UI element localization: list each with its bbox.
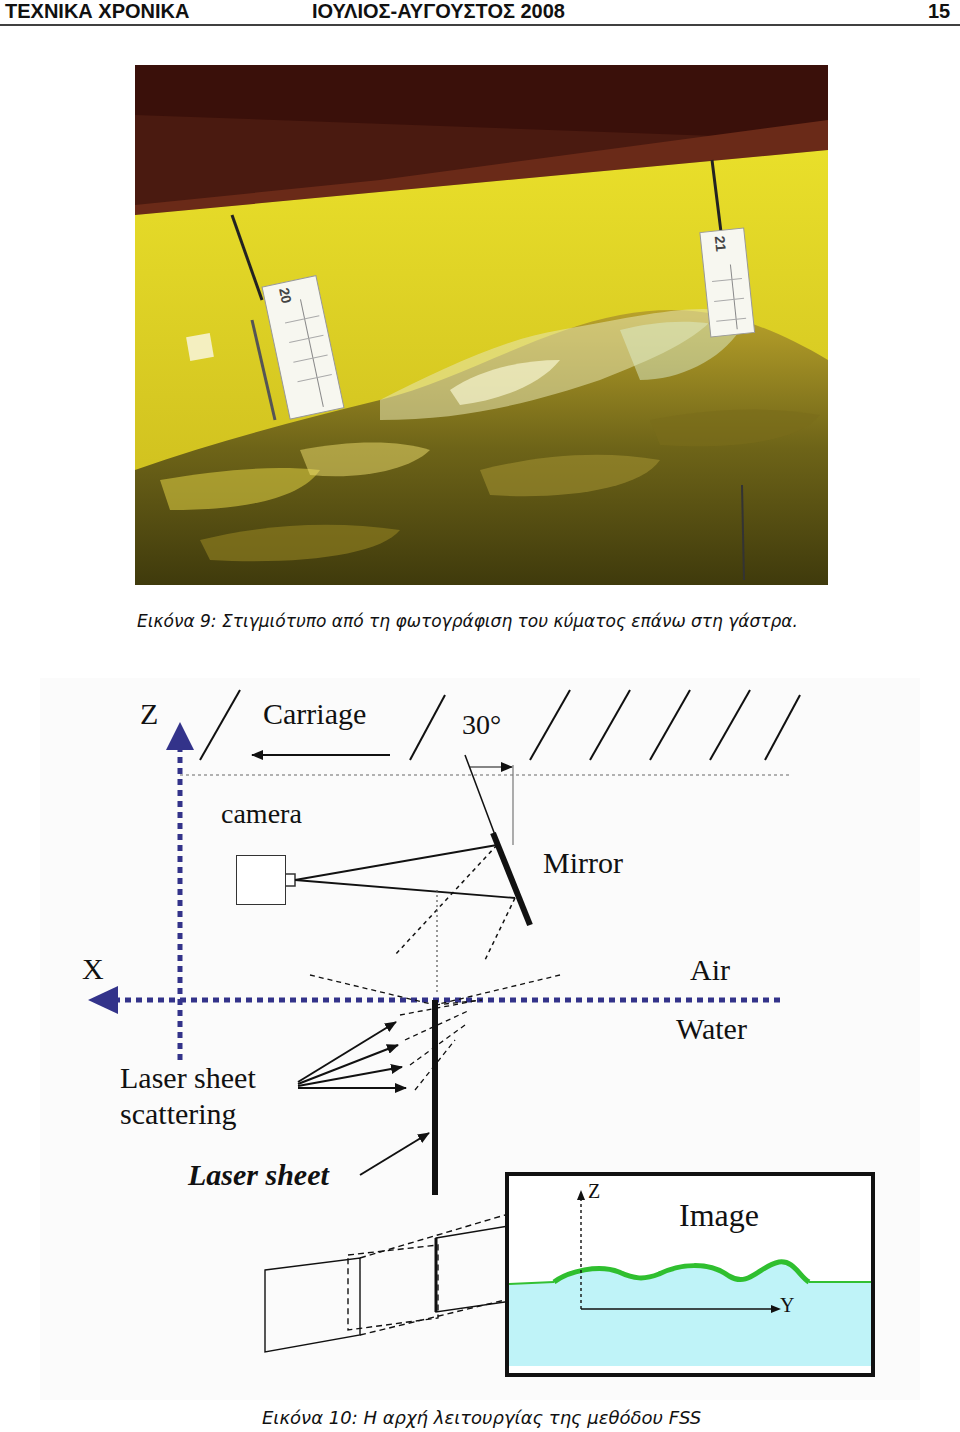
hull-wave-photo (135, 65, 828, 585)
header-rule (0, 24, 960, 26)
gauge-number: 20 (276, 286, 294, 304)
medium-label: Air (690, 953, 730, 986)
axis-label: Z (588, 1180, 600, 1202)
mirror-label: Mirror (543, 846, 623, 879)
angle-label: 30° (462, 710, 501, 741)
gauge-number: 21 (711, 235, 728, 252)
callout-label: Laser sheet (188, 1158, 329, 1191)
carriage-label: Carriage (263, 697, 366, 730)
camera-label: camera (221, 799, 302, 830)
figure-caption: Εικόνα 10: Η αρχή λειτουργίας της μεθόδο… (262, 1408, 701, 1428)
camera-box: camera (236, 855, 286, 905)
callout-label: Laser sheet scattering (120, 1060, 292, 1132)
page-number: 15 (928, 0, 950, 22)
image-title: Image (679, 1198, 759, 1233)
issue-date: ΙΟΥΛΙΟΣ-ΑΥΓΟΥΣΤΟΣ 2008 (312, 0, 565, 22)
axis-label: X (82, 952, 104, 985)
axis-label: Z (140, 697, 158, 730)
axis-label: Y (780, 1294, 794, 1316)
diagram-ground (40, 678, 920, 1400)
image-panel: Image (505, 1172, 875, 1377)
medium-label: Water (676, 1012, 747, 1045)
figure-caption: Εικόνα 9: Στιγμιότυπο από τη φωτογράφιση… (137, 612, 798, 631)
running-head: ΤΕΧΝΙΚΑ ΧΡΟΝΙΚΑ (5, 0, 189, 22)
